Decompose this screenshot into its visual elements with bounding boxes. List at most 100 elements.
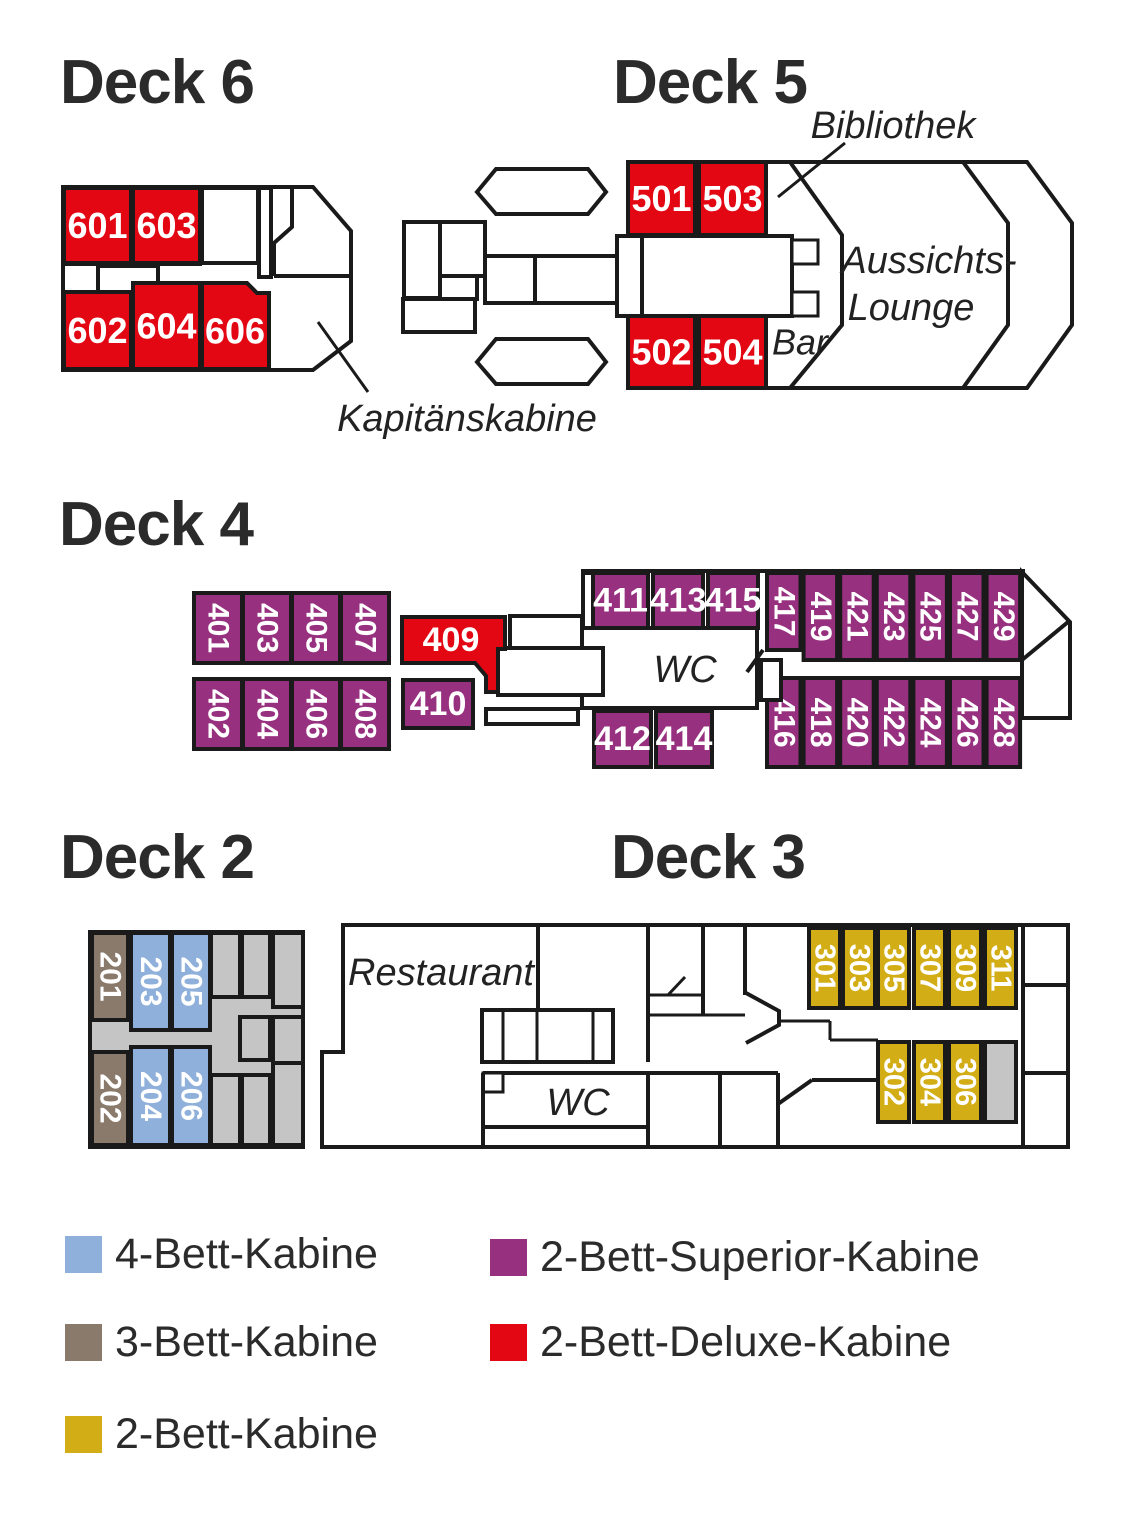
cabin-409: [400, 615, 507, 694]
deck5-bow-line: [961, 160, 1010, 390]
deck2-cell: [271, 1015, 305, 1065]
deck6-wall: [272, 189, 294, 276]
cabin-206-label: 206: [175, 1071, 208, 1121]
deck2-cell: [240, 1073, 272, 1147]
deck4-room: [496, 646, 605, 697]
cabin-404-label: 404: [251, 689, 284, 739]
cabin-402: [192, 677, 244, 751]
cabin-301: [807, 926, 842, 1010]
cabin-304-label: 304: [914, 1058, 946, 1106]
cabin-307-label: 307: [914, 944, 946, 992]
deck4-bow-line: [1020, 620, 1070, 662]
cabin-401-label: 401: [202, 603, 235, 653]
cabin-204-label: 204: [134, 1071, 167, 1121]
cabin-418-label: 418: [804, 697, 837, 747]
cabin-502-label: 502: [631, 332, 691, 373]
cabin-303-label: 303: [843, 944, 875, 992]
deck3-wall: [776, 1078, 814, 1106]
label-bibliothek: Bibliothek: [811, 105, 978, 147]
deck3-gray-cabin: [983, 1040, 1018, 1124]
cabin-424: [911, 676, 949, 769]
cabin-409-label: 409: [423, 621, 480, 659]
cabin-419-label: 419: [804, 591, 837, 641]
cabin-417-label: 417: [767, 586, 800, 636]
cabin-413-label: 413: [650, 582, 707, 620]
cabin-407: [339, 591, 391, 665]
deck2-cell: [209, 931, 242, 999]
cabin-604: [131, 281, 202, 371]
cabin-302-label: 302: [878, 1058, 910, 1106]
deck6-title: Deck 6: [60, 48, 255, 117]
cabin-601-label: 601: [67, 205, 127, 246]
cabin-305-label: 305: [878, 944, 910, 992]
cabin-204: [129, 1045, 172, 1147]
cabin-503-label: 503: [702, 178, 762, 219]
label-restaurant: Restaurant: [348, 952, 535, 994]
cabin-412: [592, 709, 653, 769]
cabin-606-label: 606: [205, 311, 265, 352]
cabin-301-label: 301: [809, 944, 841, 992]
cabin-414-label: 414: [656, 720, 713, 758]
cabin-403: [241, 591, 293, 665]
cabin-304: [912, 1040, 947, 1124]
deck5-passage: [790, 238, 820, 266]
cabin-421: [838, 571, 876, 662]
deck4-wall: [745, 648, 765, 674]
cabin-410-label: 410: [410, 685, 467, 723]
cabin-402-label: 402: [202, 689, 235, 739]
cabin-429: [984, 571, 1023, 662]
cabin-205-label: 205: [175, 956, 208, 1006]
deck5-title: Deck 5: [613, 48, 808, 117]
cabin-411-label: 411: [593, 582, 648, 620]
cabin-306: [947, 1040, 983, 1124]
cabin-414: [654, 709, 714, 769]
cabin-307: [912, 926, 947, 1010]
cabin-604-label: 604: [136, 306, 196, 347]
cabin-426-label: 426: [950, 697, 983, 747]
cabin-411: [591, 571, 650, 630]
cabin-420-label: 420: [840, 697, 873, 747]
cabin-422-label: 422: [877, 697, 910, 747]
cabin-427: [948, 571, 986, 662]
cabin-417: [765, 571, 803, 652]
cabin-504-label: 504: [702, 332, 762, 373]
cabin-202-label: 202: [94, 1073, 127, 1123]
cabin-309-label: 309: [949, 944, 981, 992]
label-bar: Bar: [772, 322, 830, 363]
cabin-311: [983, 926, 1018, 1010]
deck3-room: [481, 1071, 505, 1094]
deck5-central-room: [615, 234, 794, 318]
label-kapitaenskabine: Kapitänskabine: [337, 398, 597, 440]
cabin-416-label: 416: [767, 697, 800, 747]
cabin-425-label: 425: [914, 591, 947, 641]
cabin-306-label: 306: [949, 1058, 981, 1106]
deck4-bow: [1020, 567, 1072, 720]
cabin-423: [874, 571, 913, 662]
deck2-cell: [209, 1073, 242, 1147]
deck6-stairwell: [257, 186, 273, 279]
cabin-202: [90, 1050, 130, 1147]
cabin-405: [290, 591, 342, 665]
cabin-502: [626, 314, 697, 390]
cabin-606: [200, 281, 271, 371]
structure-box: [402, 220, 442, 300]
cabin-603-label: 603: [136, 205, 196, 246]
cabin-408-label: 408: [349, 689, 382, 739]
structure-box: [438, 274, 479, 301]
cabin-504: [697, 314, 768, 390]
cabin-410: [401, 678, 475, 730]
cabin-305: [876, 926, 911, 1010]
deck2-title: Deck 2: [60, 823, 255, 892]
cabin-426: [948, 676, 986, 769]
pointer-bibliothek: [777, 141, 846, 199]
cabin-429-label: 429: [987, 591, 1020, 641]
cabin-413: [651, 571, 705, 630]
cabin-418: [801, 676, 840, 769]
lifeboat: [474, 337, 609, 386]
label-wc-deck4: WC: [653, 649, 717, 691]
cabin-408: [339, 677, 391, 751]
cabin-428-label: 428: [987, 697, 1020, 747]
cabin-427-label: 427: [950, 591, 983, 641]
